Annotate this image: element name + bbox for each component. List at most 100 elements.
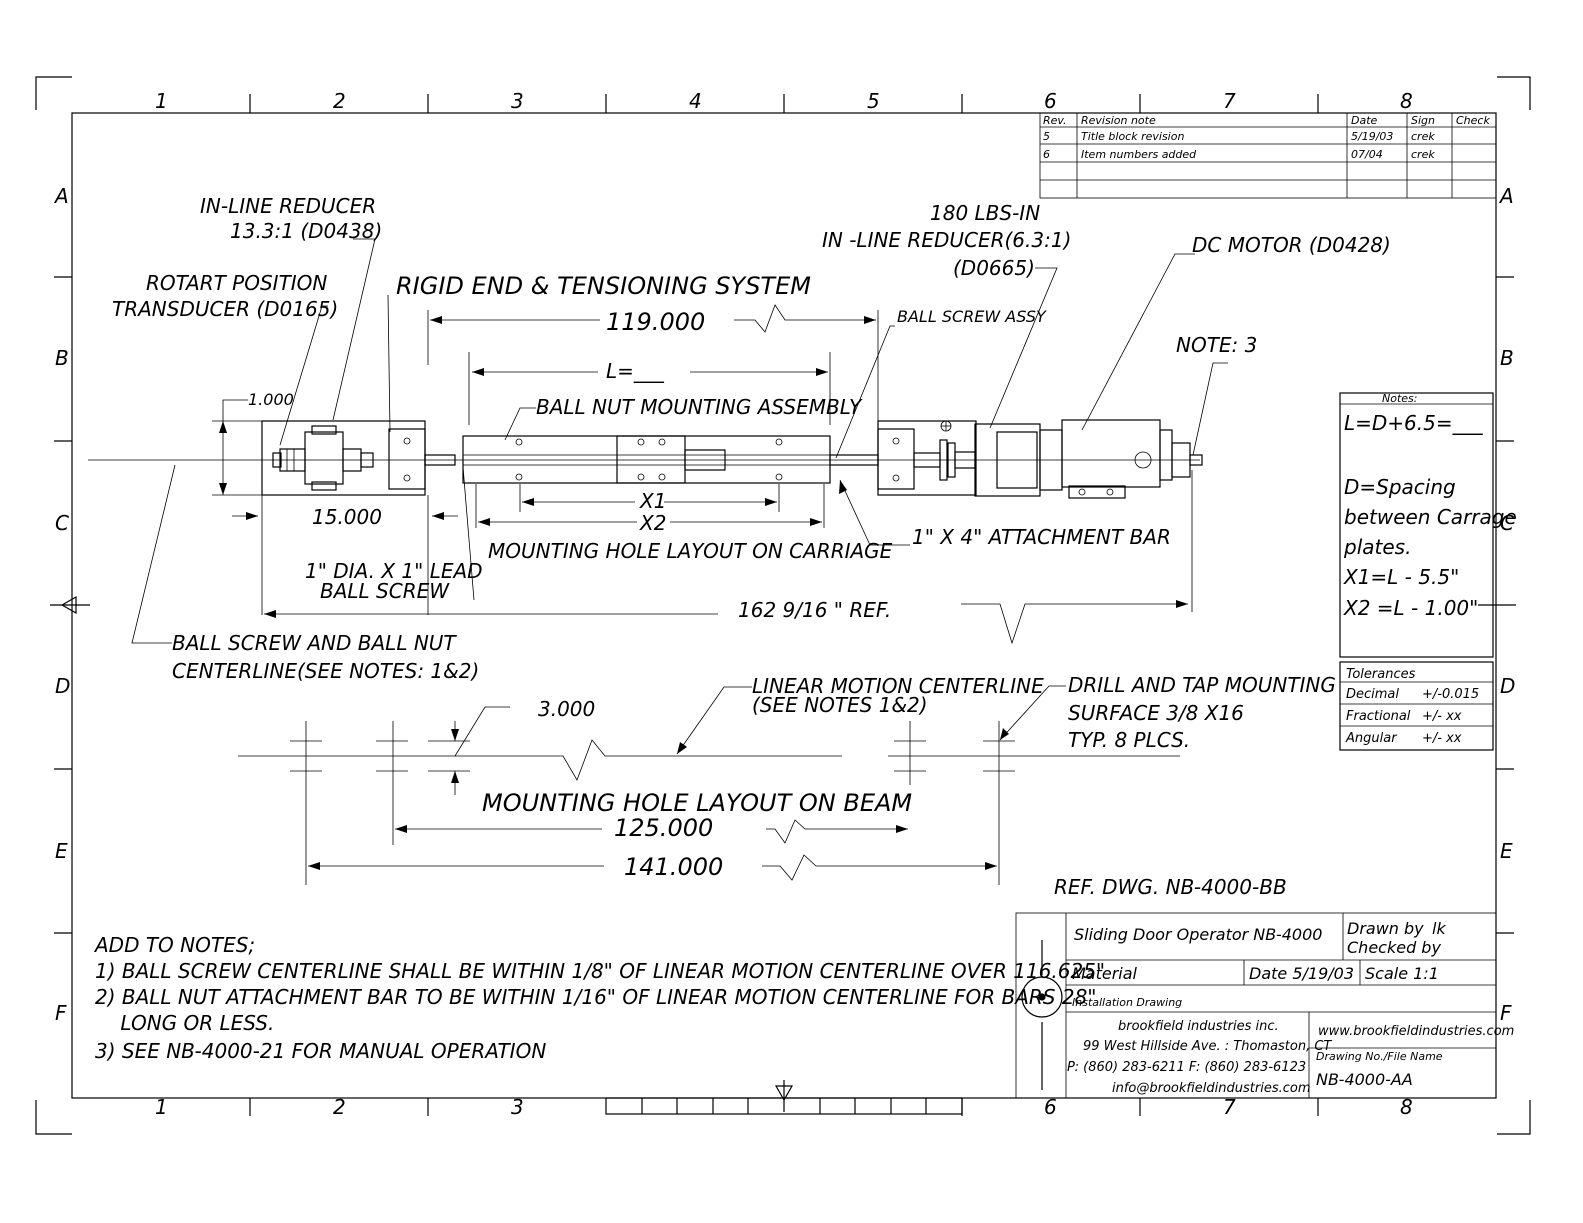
row-label: A <box>53 184 69 208</box>
label-rotary-transducer: ROTART POSITION <box>146 271 327 295</box>
drawn-by-label: Drawn by <box>1347 919 1424 938</box>
col-label: 1 <box>155 1095 168 1119</box>
arrowheads <box>219 316 1188 870</box>
label-drill: DRILL AND TAP MOUNTING <box>1068 673 1336 697</box>
label-lmc-2: (SEE NOTES 1&2) <box>752 693 928 717</box>
label-rotary-transducer-2: TRANSDUCER (D0165) <box>112 297 338 321</box>
note-line: X1=L - 5.5" <box>1343 565 1459 589</box>
company-email: info@brookfieldindustries.com <box>1112 1081 1311 1096</box>
label-drill-2: SURFACE 3/8 X16 <box>1068 701 1244 725</box>
rev-cell: Item numbers added <box>1081 148 1197 161</box>
revision-table: Rev. Revision note Date Sign Check 5 Tit… <box>1039 112 1497 199</box>
tol-label: Fractional <box>1346 709 1411 724</box>
label-ball-screw-assy: BALL SCREW ASSY <box>897 307 1047 326</box>
label-rigid-end: RIGID END & TENSIONING SYSTEM <box>396 272 811 300</box>
company-address: 99 West Hillside Ave. : Thomaston, CT <box>1083 1039 1332 1054</box>
note-line: X2 =L - 1.00" <box>1343 596 1478 620</box>
col-label: 7 <box>1223 89 1236 113</box>
company-logo-icon <box>1021 940 1063 1090</box>
note-line: plates. <box>1343 535 1411 559</box>
row-label: B <box>1500 346 1514 370</box>
row-labels-left: A B C D E F <box>53 184 70 1025</box>
rev-cell: 5 <box>1043 130 1050 143</box>
notes-title: Notes: <box>1382 392 1417 405</box>
rev-cell: 6 <box>1043 148 1050 161</box>
rev-cell: 5/19/03 <box>1351 130 1393 143</box>
label-attach-bar: 1" X 4" ATTACHMENT BAR <box>912 525 1171 549</box>
notes-box: Notes: L=D+6.5=___ D=Spacing between Car… <box>1339 392 1517 658</box>
note-line: D=Spacing <box>1344 475 1456 499</box>
drawing-type: Installation Drawing <box>1072 996 1182 1009</box>
drawing-title: Sliding Door Operator NB-4000 <box>1074 925 1322 944</box>
label-dc-motor: DC MOTOR (D0428) <box>1192 233 1391 257</box>
label-inline-reducer-ratio: 13.3:1 (D0438) <box>230 219 382 243</box>
tolerances-title: Tolerances <box>1346 667 1416 682</box>
label-centerline: BALL SCREW AND BALL NUT <box>172 631 457 655</box>
row-label: E <box>55 839 68 863</box>
note-item: 3) SEE NB-4000-21 FOR MANUAL OPERATION <box>95 1039 546 1063</box>
label-mh-beam: MOUNTING HOLE LAYOUT ON BEAM <box>482 789 912 817</box>
row-label: B <box>55 346 69 370</box>
label-reducer2-2: IN -LINE REDUCER(6.3:1) <box>822 228 1071 252</box>
sheet-corner-marks <box>35 76 1531 1135</box>
label-note3: NOTE: 3 <box>1176 333 1257 357</box>
general-notes: ADD TO NOTES; 1) BALL SCREW CENTERLINE S… <box>93 933 1105 1063</box>
tol-value: +/-0.015 <box>1422 687 1479 702</box>
tol-value: +/- xx <box>1422 709 1462 724</box>
column-labels-bottom: 1 2 3 6 7 8 <box>155 1095 1413 1119</box>
row-label: C <box>1500 511 1514 535</box>
dim-1000: 1.000 <box>248 390 294 409</box>
rev-header: Rev. <box>1043 114 1067 127</box>
ball-screw-assembly <box>88 419 1203 499</box>
rev-cell: crek <box>1411 130 1435 143</box>
zone-ticks <box>50 94 1516 1116</box>
dim-162: 162 9/16 " REF. <box>738 598 891 622</box>
col-label: 3 <box>511 89 524 113</box>
label-reducer2-3: (D0665) <box>953 256 1035 280</box>
dim-15000: 15.000 <box>312 505 382 529</box>
label-inline-reducer: IN-LINE REDUCER <box>200 194 376 218</box>
dim-141: 141.000 <box>624 853 723 881</box>
col-label: 2 <box>333 89 346 113</box>
label-lead: 1" DIA. X 1" LEAD <box>305 559 483 583</box>
dim-3000: 3.000 <box>538 697 595 721</box>
col-label: 4 <box>689 89 702 113</box>
dim-x1: X1 <box>639 489 666 513</box>
label-lmc: LINEAR MOTION CENTERLINE <box>752 674 1044 698</box>
column-labels-top: 1 2 3 4 5 6 7 8 <box>155 89 1413 113</box>
col-label: 8 <box>1400 89 1413 113</box>
row-label: A <box>1498 184 1514 208</box>
col-label: 5 <box>867 89 880 113</box>
dim-119: 119.000 <box>606 308 705 336</box>
dim-125: 125.000 <box>614 814 713 842</box>
row-label: C <box>55 511 69 535</box>
label-drill-3: TYP. 8 PLCS. <box>1068 728 1190 752</box>
rev-header: Check <box>1456 114 1490 127</box>
col-label: 7 <box>1223 1095 1236 1119</box>
label-lead-2: BALL SCREW <box>320 579 450 603</box>
row-label: F <box>55 1001 67 1025</box>
row-label: F <box>1500 1001 1512 1025</box>
row-label: D <box>1500 674 1515 698</box>
rev-cell: crek <box>1411 148 1435 161</box>
drawing-no-label: Drawing No./File Name <box>1316 1050 1443 1063</box>
label-mh-carriage: MOUNTING HOLE LAYOUT ON CARRIAGE <box>488 539 893 563</box>
drawing-number: NB-4000-AA <box>1316 1070 1413 1089</box>
note-line: L=D+6.5=___ <box>1344 411 1484 435</box>
tol-label: Decimal <box>1346 687 1399 702</box>
note-item: 2) BALL NUT ATTACHMENT BAR TO BE WITHIN … <box>95 985 1097 1009</box>
tol-value: +/- xx <box>1422 731 1462 746</box>
scale-value: Scale 1:1 <box>1365 964 1439 983</box>
row-label: E <box>1500 839 1513 863</box>
notes-heading: ADD TO NOTES; <box>93 933 255 957</box>
tol-label: Angular <box>1345 731 1398 746</box>
rev-header: Sign <box>1411 114 1435 127</box>
company-name: brookfield industries inc. <box>1118 1019 1279 1034</box>
col-label: 1 <box>155 89 168 113</box>
rev-header: Date <box>1351 114 1378 127</box>
drawing-labels: IN-LINE REDUCER 13.3:1 (D0438) ROTART PO… <box>112 194 1391 899</box>
col-label: 6 <box>1044 89 1057 113</box>
scale-bar <box>605 1097 963 1115</box>
col-label: 2 <box>333 1095 346 1119</box>
